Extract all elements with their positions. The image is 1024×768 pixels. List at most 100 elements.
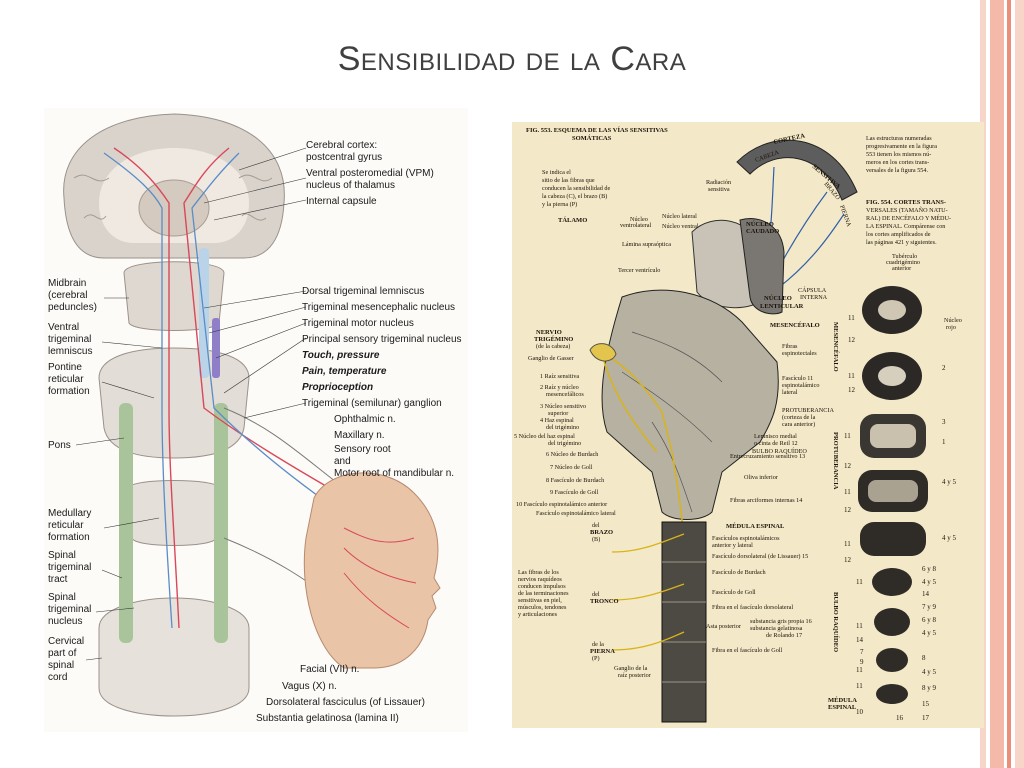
label-pontine-2: reticular — [48, 374, 84, 385]
brainstem-labels-right: Fibras espinotectales Fascículo 11 espin… — [730, 343, 834, 504]
label-lissauer: Dorsolateral fasciculus (of Lissauer) — [266, 697, 425, 708]
label-ventral-3: lemniscus — [48, 346, 92, 357]
svg-text:9 Fascículo de Goll: 9 Fascículo de Goll — [550, 489, 599, 496]
svg-text:CAUDADO: CAUDADO — [746, 228, 779, 235]
label-internal-capsule: Internal capsule — [306, 196, 377, 207]
label-motor-root: Motor root of mandibular n. — [334, 468, 454, 479]
labels-right: Cerebral cortex: postcentral gyrus Ventr… — [256, 140, 462, 724]
svg-text:espinotectales: espinotectales — [782, 350, 817, 357]
svg-text:11: 11 — [856, 578, 863, 586]
svg-text:del trigémino: del trigémino — [546, 424, 579, 431]
svg-text:y articulaciones: y articulaciones — [518, 611, 558, 618]
ganglion — [589, 343, 617, 362]
label-spinal-nucleus: Spinal — [48, 592, 76, 603]
svg-text:7 Núcleo de Goll: 7 Núcleo de Goll — [550, 464, 593, 471]
svg-text:TRONCO: TRONCO — [590, 598, 619, 605]
svg-text:8: 8 — [922, 654, 926, 662]
label-cervical-4: cord — [48, 672, 67, 683]
svg-text:NÚCLEO: NÚCLEO — [764, 294, 792, 302]
label-sensory-root: Sensory root — [334, 444, 391, 455]
svg-text:la cabeza (C), el brazo (B): la cabeza (C), el brazo (B) — [542, 193, 607, 200]
svg-text:cuadrigémino: cuadrigémino — [886, 259, 920, 266]
section-5 — [860, 522, 926, 556]
label-principal-sensory: Principal sensory trigeminal nucleus — [302, 334, 462, 345]
svg-text:Ganglio de la: Ganglio de la — [614, 665, 648, 672]
brainstem-shading — [621, 331, 723, 513]
label-ganglion: Trigeminal (semilunar) ganglion — [302, 398, 442, 409]
svg-text:7 y 9: 7 y 9 — [922, 603, 937, 611]
svg-text:cara anterior): cara anterior) — [782, 421, 815, 428]
label-midbrain-3: peduncles) — [48, 302, 97, 313]
svg-text:(B): (B) — [592, 536, 600, 543]
gyri-lines — [73, 174, 273, 221]
svg-text:Las fibras de los: Las fibras de los — [518, 569, 559, 576]
label-touch: Touch, pressure — [302, 350, 380, 361]
svg-text:Fibras: Fibras — [782, 343, 798, 350]
label-pons: Pons — [48, 440, 71, 451]
svg-text:FIG. 554. CORTES TRANS-: FIG. 554. CORTES TRANS- — [866, 199, 946, 206]
svg-text:Núcleo ventral: Núcleo ventral — [662, 223, 699, 230]
svg-text:BULBO RAQUÍDEO: BULBO RAQUÍDEO — [752, 447, 807, 455]
svg-text:Fascículos espinotalámicos: Fascículos espinotalámicos — [712, 535, 780, 542]
svg-text:anterior y lateral: anterior y lateral — [712, 542, 753, 549]
svg-text:PROTUBERANCIA: PROTUBERANCIA — [782, 407, 834, 414]
svg-text:conducen impulsos: conducen impulsos — [518, 583, 566, 590]
svg-text:Lemnisco medial: Lemnisco medial — [754, 433, 797, 440]
svg-text:Fascículo dorsolateral (de Lis: Fascículo dorsolateral (de Lissauer) 15 — [712, 553, 808, 560]
svg-text:MÉDULA: MÉDULA — [828, 696, 857, 704]
svg-text:anterior: anterior — [892, 265, 911, 272]
label-pain: Pain, temperature — [302, 366, 387, 377]
svg-text:Fascículo de Burdach: Fascículo de Burdach — [712, 569, 767, 576]
label-spinal-nucleus-3: nucleus — [48, 616, 82, 627]
svg-text:Lámina supraóptica: Lámina supraóptica — [622, 241, 671, 248]
label-cervical-3: spinal — [48, 660, 74, 671]
svg-text:espinotalámico: espinotalámico — [782, 382, 819, 389]
section-3-core — [870, 424, 916, 448]
svg-text:Se indica el: Se indica el — [542, 169, 571, 176]
face-illustration — [303, 472, 441, 669]
svg-text:Oliva inferior: Oliva inferior — [744, 474, 778, 481]
svg-text:12: 12 — [848, 386, 856, 394]
svg-text:(P): (P) — [592, 655, 600, 662]
svg-text:6 y 8: 6 y 8 — [922, 616, 937, 624]
svg-text:ventrolateral: ventrolateral — [620, 222, 652, 229]
section-9 — [876, 684, 908, 704]
label-vpm: Ventral posteromedial (VPM) — [306, 168, 434, 179]
svg-text:Radiación: Radiación — [706, 179, 731, 186]
svg-text:músculos, tendones: músculos, tendones — [518, 604, 567, 611]
svg-text:Entrecruzamiento sensitivo 13: Entrecruzamiento sensitivo 13 — [730, 453, 805, 460]
svg-text:Fibra en el fascículo de Goll: Fibra en el fascículo de Goll — [712, 647, 783, 654]
leader-lines-left — [75, 297, 163, 661]
svg-text:3: 3 — [942, 418, 946, 426]
label-medullary-3: formation — [48, 532, 90, 543]
label-spinal-tract-3: tract — [48, 574, 68, 585]
decorative-stripes — [980, 0, 1024, 768]
svg-text:Fascículo espinotalámico later: Fascículo espinotalámico lateral — [536, 510, 616, 517]
svg-text:Tercer ventrículo: Tercer ventrículo — [618, 267, 660, 274]
brainstem — [601, 289, 779, 520]
svg-text:substancia gris propia 16: substancia gris propia 16 — [750, 618, 812, 625]
note-right: Las estructuras numeradas progresivament… — [866, 135, 937, 174]
svg-text:(corteza de la: (corteza de la — [782, 414, 816, 421]
svg-text:superior: superior — [548, 410, 568, 417]
svg-text:raíz posterior: raíz posterior — [618, 672, 651, 679]
svg-text:11: 11 — [856, 666, 863, 674]
svg-text:del trigémino: del trigémino — [548, 440, 581, 447]
spanish-pathway-plate: FIG. 553. ESQUEMA DE LAS VÍAS SENSITIVAS… — [512, 122, 984, 728]
svg-text:Las estructuras numeradas: Las estructuras numeradas — [866, 135, 932, 142]
spinal-column — [661, 521, 707, 723]
svg-text:Fibras arciformes internas 14: Fibras arciformes internas 14 — [730, 497, 802, 504]
tract-right — [214, 403, 228, 643]
label-midbrain: Midbrain — [48, 278, 86, 289]
svg-text:4 Haz espinal: 4 Haz espinal — [540, 417, 574, 424]
spinal-yellow — [611, 533, 685, 651]
label-pontine: Pontine — [48, 362, 82, 373]
svg-text:4 y 5: 4 y 5 — [922, 668, 937, 676]
svg-text:rojo: rojo — [946, 324, 956, 331]
label-cervical-2: part of — [48, 648, 77, 659]
svg-text:PIERNA: PIERNA — [590, 648, 615, 655]
svg-text:INTERNA: INTERNA — [800, 294, 828, 301]
label-vpm-2: nucleus of thalamus — [306, 180, 395, 191]
label-ventral-2: trigeminal — [48, 334, 91, 345]
svg-text:12: 12 — [848, 336, 856, 344]
